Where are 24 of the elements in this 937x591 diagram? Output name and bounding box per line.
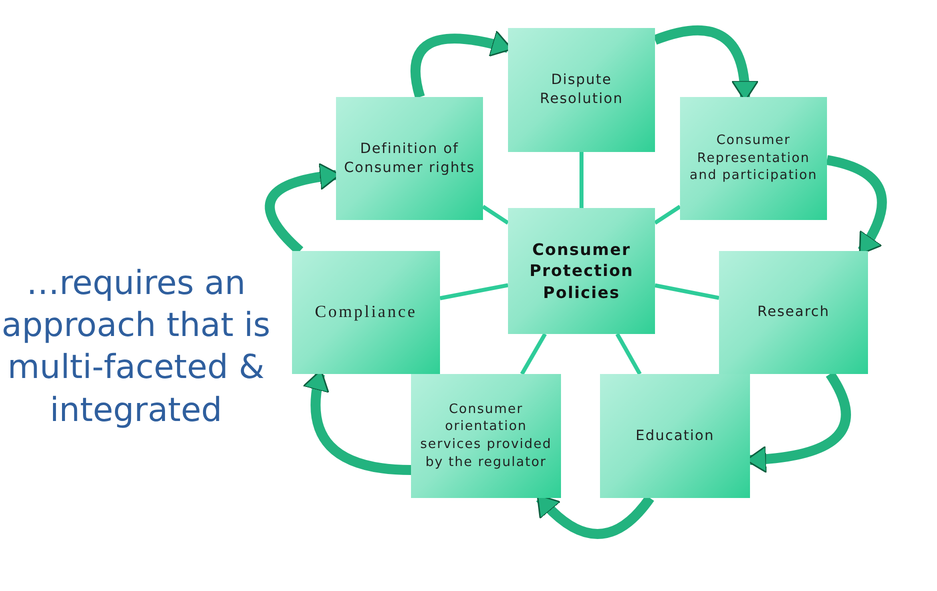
side-note: …requires an approach that is multi-faceted & integrated <box>0 262 272 431</box>
box-label: Consumer Protection Policies <box>528 238 635 304</box>
process-box <box>411 374 561 498</box>
box-label: Research <box>757 303 830 322</box>
process-box <box>680 97 827 220</box>
box-label: Education <box>636 426 714 446</box>
process-box <box>508 28 655 152</box>
process-box <box>600 374 750 498</box>
process-box <box>508 208 655 334</box>
box-label: Dispute Resolution <box>538 71 624 109</box>
box-label: Definition of Consumer rights <box>342 140 476 178</box>
connector-line <box>615 333 642 375</box>
connector-line <box>580 152 584 208</box>
box-label: Consumer Representation and participation <box>688 132 818 185</box>
process-box <box>292 251 440 374</box>
box-label: Consumer orientation services provided by the regulator <box>419 400 553 472</box>
process-box <box>719 251 868 374</box>
connector-line <box>520 333 547 375</box>
box-label: Compliance <box>314 301 418 324</box>
connector-line <box>482 204 510 225</box>
connector-line <box>440 283 508 300</box>
process-box <box>336 97 483 220</box>
connector-line <box>654 283 720 300</box>
connector-line <box>654 204 682 225</box>
